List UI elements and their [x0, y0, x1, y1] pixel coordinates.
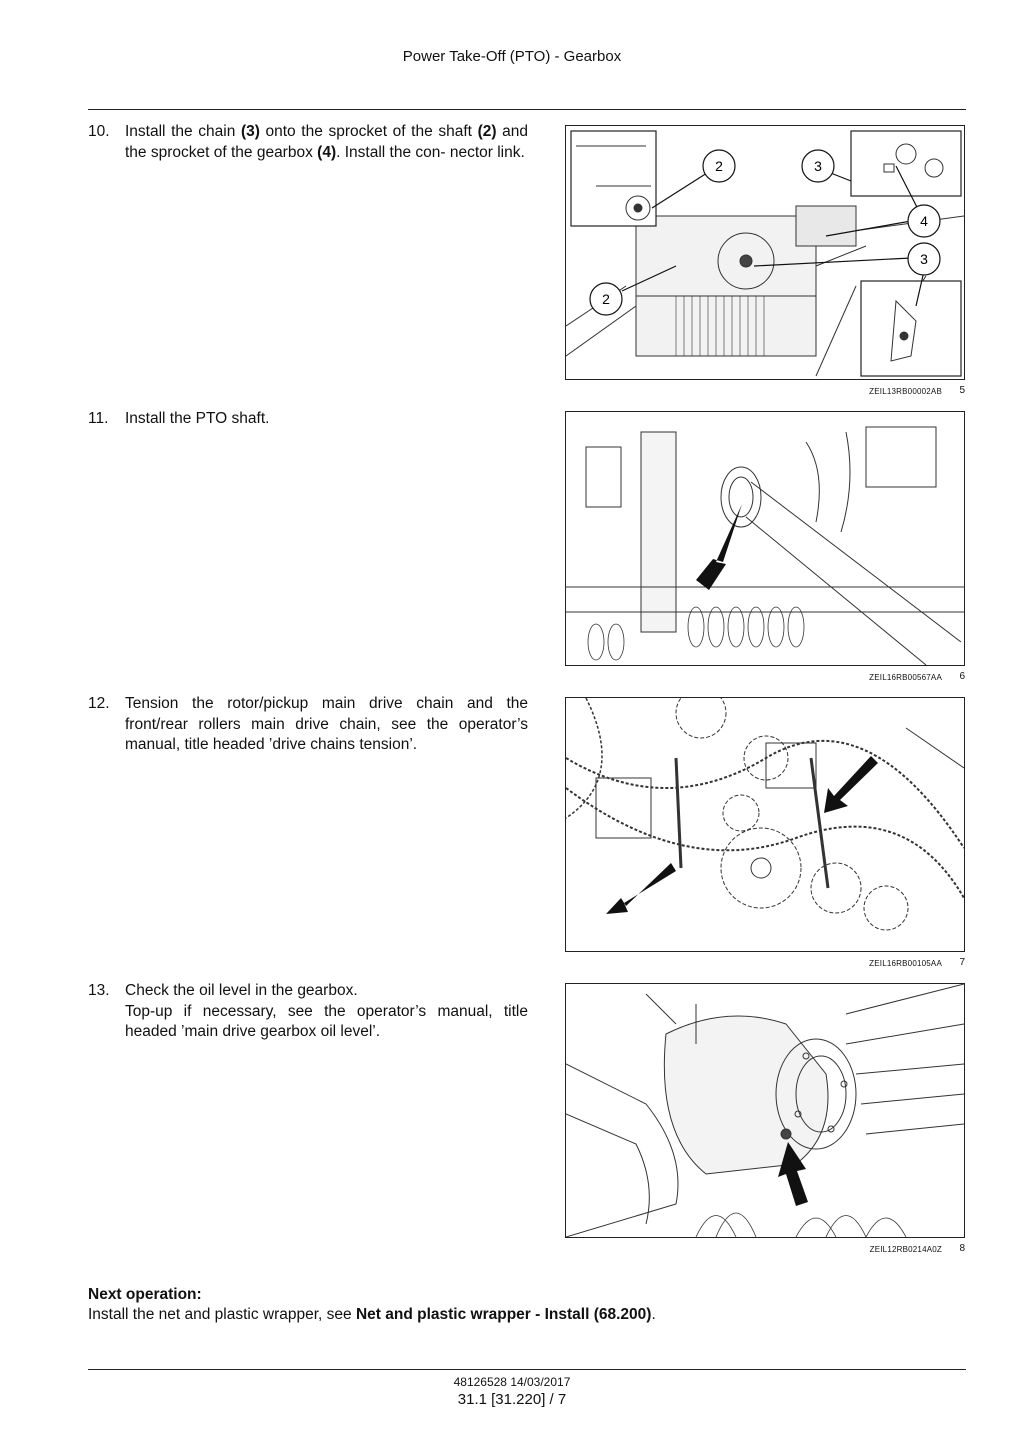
figure-6-illustration — [566, 426, 964, 665]
step-text: Tension the rotor/pickup main drive chai… — [125, 695, 528, 753]
next-operation-text: Install the net and plastic wrapper, see… — [88, 1306, 656, 1323]
figure-7-image — [565, 697, 965, 952]
step-11: 11. Install the PTO shaft. — [88, 409, 528, 430]
figure-7-code: ZEIL16RB00105AA — [869, 959, 942, 968]
figure-8-code: ZEIL12RB0214A0Z — [869, 1245, 942, 1254]
step-number: 11. — [88, 410, 109, 427]
figure-5-number: 5 — [959, 385, 965, 396]
step-number: 10. — [88, 123, 110, 140]
figure-5-code: ZEIL13RB00002AB — [869, 387, 942, 396]
page-header-title: Power Take-Off (PTO) - Gearbox — [402, 48, 622, 65]
step-number: 12. — [88, 695, 110, 712]
step-text: Install the chain (3) onto the sprocket … — [125, 123, 528, 161]
header-rule — [88, 109, 966, 110]
figure-6-image — [565, 411, 965, 666]
figure-6-number: 6 — [959, 671, 965, 682]
figure-8-illustration — [566, 984, 964, 1237]
figure-8-number: 8 — [959, 1243, 965, 1254]
step-number: 13. — [88, 982, 110, 999]
next-operation-heading: Next operation: — [88, 1286, 202, 1303]
footer-rule — [88, 1369, 966, 1370]
figure-8-image — [565, 983, 965, 1238]
footer-doc-id: 48126528 14/03/2017 — [453, 1375, 571, 1389]
figure-5-illustration: 2 3 4 3 2 — [566, 130, 964, 377]
step-12: 12. Tension the rotor/pickup main drive … — [88, 694, 528, 756]
figure-7-illustration — [566, 698, 964, 931]
figure-5-image: 2 3 4 3 2 — [565, 125, 965, 380]
footer-page-number: 31.1 [31.220] / 7 — [457, 1391, 567, 1408]
callout-4: 4 — [920, 213, 928, 229]
step-13: 13. Check the oil level in the gearbox. … — [88, 981, 528, 1043]
step-text: Install the PTO shaft. — [125, 410, 270, 427]
figure-7-number: 7 — [959, 957, 965, 968]
step-10: 10. Install the chain (3) onto the sproc… — [88, 122, 528, 163]
figure-6-code: ZEIL16RB00567AA — [869, 673, 942, 682]
callout-3-bottom: 3 — [920, 251, 928, 267]
callout-2-top: 2 — [715, 158, 723, 174]
callout-3-top: 3 — [814, 158, 822, 174]
next-operation-link[interactable]: Net and plastic wrapper - Install (68.20… — [355, 1306, 652, 1323]
step-text: Check the oil level in the gearbox. Top-… — [125, 982, 528, 1040]
callout-2-bottom: 2 — [602, 291, 610, 307]
